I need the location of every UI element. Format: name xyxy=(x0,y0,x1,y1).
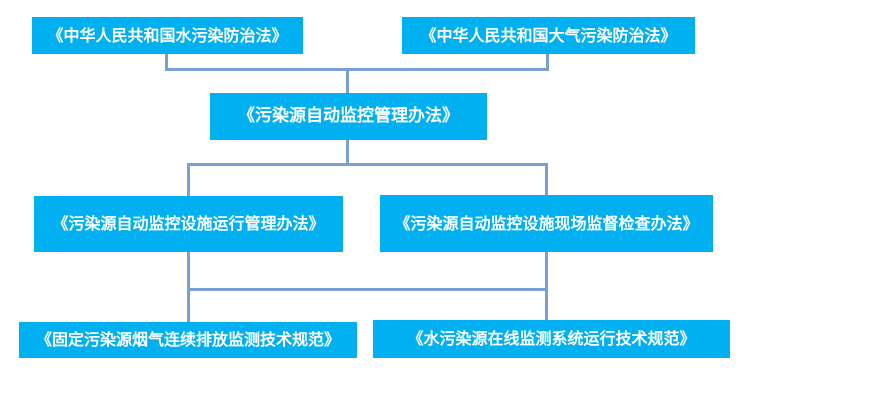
connector-to-flue-gas-spec xyxy=(187,252,190,323)
connector-laws-horizontal xyxy=(165,68,549,71)
connector-specs-horizontal xyxy=(187,288,548,291)
node-onsite-inspection-measures: 《污染源自动监控设施现场监督检查办法》 xyxy=(380,195,713,252)
connector-to-water-online-spec xyxy=(545,252,548,321)
connector-auto-monitoring-drop xyxy=(346,140,349,166)
connector-measures-horizontal xyxy=(187,163,548,166)
connector-law-air-drop xyxy=(546,54,549,71)
connector-to-facility-operation xyxy=(187,165,190,197)
node-flue-gas-cems-spec: 《固定污染源烟气连续排放监测技术规范》 xyxy=(19,322,357,358)
connector-to-onsite-inspection xyxy=(545,165,548,196)
node-auto-monitoring-measures: 《污染源自动监控管理办法》 xyxy=(210,93,487,140)
node-water-pollution-law: 《中华人民共和国水污染防治法》 xyxy=(32,17,303,54)
node-water-online-monitoring-spec: 《水污染源在线监测系统运行技术规范》 xyxy=(373,320,730,358)
connector-law-water-drop xyxy=(165,54,168,71)
node-facility-operation-measures: 《污染源自动监控设施运行管理办法》 xyxy=(34,196,343,252)
connector-to-auto-monitoring xyxy=(346,70,349,94)
node-air-pollution-law: 《中华人民共和国大气污染防治法》 xyxy=(402,17,695,54)
